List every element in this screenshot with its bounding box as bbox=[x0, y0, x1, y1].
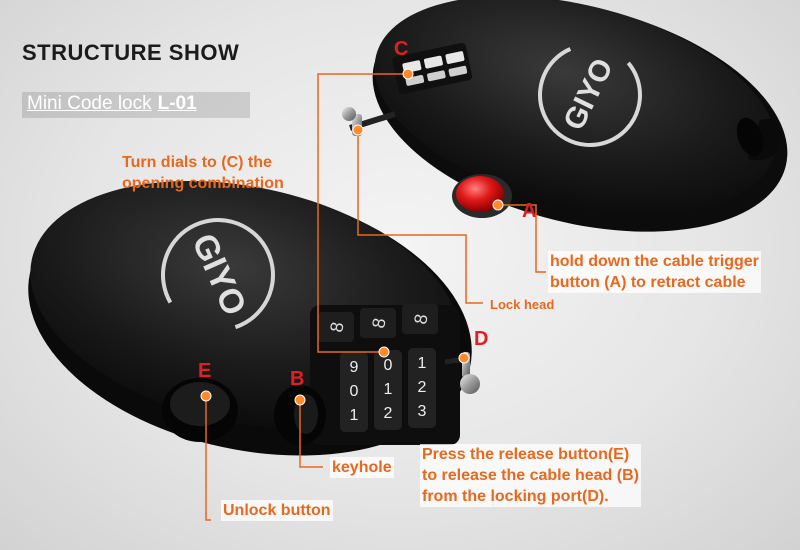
svg-text:0: 0 bbox=[384, 357, 393, 374]
callout-trigger: hold down the cable trigger button (A) t… bbox=[548, 251, 761, 293]
svg-text:2: 2 bbox=[384, 405, 393, 422]
svg-text:8: 8 bbox=[368, 317, 389, 330]
page-title: STRUCTURE SHOW bbox=[22, 40, 240, 65]
callout-lock-head: Lock head bbox=[490, 297, 555, 312]
svg-text:2: 2 bbox=[418, 379, 427, 396]
subtitle-banner bbox=[22, 92, 250, 118]
cable-trigger-button bbox=[456, 176, 504, 212]
svg-text:1: 1 bbox=[384, 381, 393, 398]
lock-lower: GIYO 8 8 8 9 0 1 0 1 2 1 2 3 bbox=[28, 180, 480, 456]
svg-text:3: 3 bbox=[418, 403, 427, 420]
marker-dots bbox=[200, 68, 504, 406]
lock-upper: GIYO bbox=[342, 0, 788, 232]
svg-text:8: 8 bbox=[410, 313, 431, 326]
svg-text:1: 1 bbox=[350, 407, 359, 424]
cable-head bbox=[460, 374, 480, 394]
unlock-button bbox=[170, 382, 230, 426]
callout-keyhole: keyhole bbox=[330, 457, 394, 478]
label-d: D bbox=[474, 328, 489, 350]
callout-unlock-button: Unlock button bbox=[221, 500, 333, 521]
model-number: L-01 bbox=[157, 93, 197, 114]
label-e: E bbox=[198, 360, 212, 382]
svg-text:0: 0 bbox=[350, 383, 359, 400]
leader-lines bbox=[205, 73, 546, 521]
callout-release: Press the release button(E) to release t… bbox=[420, 444, 641, 507]
subtitle-text: Mini Code lock bbox=[27, 93, 152, 114]
label-c: C bbox=[394, 38, 409, 60]
dials-lower: 8 8 8 9 0 1 0 1 2 1 2 3 bbox=[310, 304, 460, 445]
svg-text:8: 8 bbox=[326, 321, 347, 334]
svg-text:1: 1 bbox=[418, 355, 427, 372]
callout-dials: Turn dials to (C) the opening combinatio… bbox=[122, 154, 284, 192]
label-b: B bbox=[290, 368, 305, 390]
svg-text:9: 9 bbox=[350, 359, 359, 376]
label-a: A bbox=[522, 200, 537, 222]
